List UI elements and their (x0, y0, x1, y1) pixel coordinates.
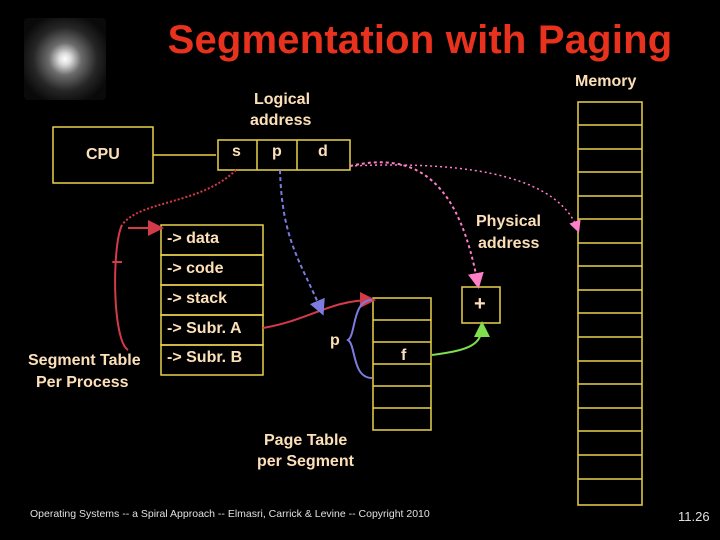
physical-address-label-2: address (478, 235, 540, 252)
segment-entry-2: -> code (167, 260, 224, 277)
physical-address-arrow (349, 164, 581, 233)
segment-select-arrow (121, 169, 237, 226)
frame-to-adder-arrow (431, 321, 490, 356)
offset-arrow (349, 161, 484, 289)
memory-table (577, 101, 643, 506)
galaxy-image (24, 18, 106, 100)
cpu-label: CPU (86, 146, 120, 163)
segment-entry-5: -> Subr. B (167, 349, 243, 366)
segment-to-page-table-arrow (262, 292, 376, 329)
page-table (372, 297, 432, 431)
memory-label: Memory (575, 73, 637, 90)
segment-entry-3: -> stack (167, 290, 228, 307)
address-d: d (318, 143, 328, 160)
page-table-label-1: Page Table (264, 432, 348, 449)
slide-title: Segmentation with Paging (167, 18, 673, 62)
frame-f-label: f (401, 347, 407, 364)
page-number-arrow (279, 169, 325, 316)
address-p: p (272, 143, 282, 160)
page-table-label-2: per Segment (257, 453, 354, 470)
physical-address-label-1: Physical (476, 213, 541, 230)
segment-entry-1: -> data (167, 230, 220, 247)
segment-table-label-1: Segment Table (28, 352, 141, 369)
footer-citation: Operating Systems -- a Spiral Approach -… (30, 508, 430, 520)
segment-bracket (114, 224, 129, 351)
logical-address-label-1: Logical (254, 91, 311, 108)
segment-entry-4: -> Subr. A (167, 320, 242, 337)
adder-plus: + (474, 293, 486, 315)
page-table-bracket (346, 299, 373, 379)
address-s: s (232, 143, 241, 160)
logical-address-box (217, 139, 351, 171)
logical-address-label-2: address (250, 112, 312, 129)
segment-table-label-2: Per Process (36, 374, 129, 391)
page-p-label: p (330, 332, 340, 349)
segment-table (160, 224, 264, 376)
slide-number: 11.26 (678, 509, 710, 524)
